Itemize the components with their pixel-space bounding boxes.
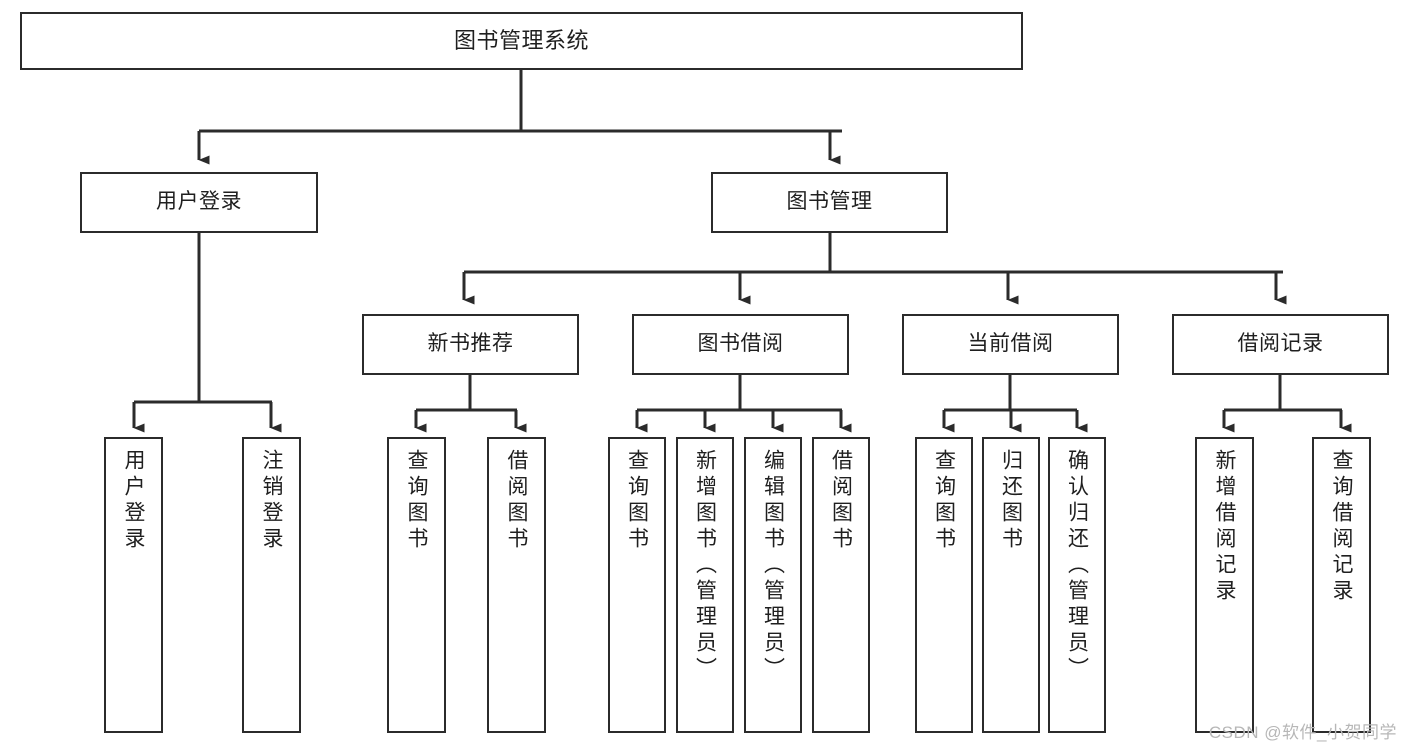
node-label: 编辑图书（管理员） (761, 449, 785, 683)
node-label: 新增图书（管理员） (693, 449, 717, 683)
leaf-user-login[interactable]: 用户登录 (104, 437, 163, 733)
leaf-query-borrow-record[interactable]: 查询借阅记录 (1312, 437, 1371, 733)
node-label: 查询图书 (625, 449, 649, 553)
node-new-book-recommend[interactable]: 新书推荐 (362, 314, 579, 375)
node-label: 新增借阅记录 (1213, 449, 1236, 605)
node-label: 借阅图书 (829, 449, 853, 553)
node-current-borrow[interactable]: 当前借阅 (902, 314, 1119, 375)
node-book-borrow[interactable]: 图书借阅 (632, 314, 849, 375)
node-label: 图书借阅 (697, 332, 784, 356)
leaf-query-book-current[interactable]: 查询图书 (915, 437, 973, 733)
node-label: 归还图书 (999, 449, 1023, 553)
watermark: CSDN @软件_小贺同学 (1208, 723, 1397, 742)
leaf-query-book-recommend[interactable]: 查询图书 (387, 437, 446, 733)
leaf-confirm-return[interactable]: 确认归还（管理员） (1048, 437, 1106, 733)
node-label: 查询图书 (405, 449, 428, 553)
node-root-book-management-system[interactable]: 图书管理系统 (20, 12, 1023, 70)
node-label: 确认归还（管理员） (1065, 449, 1089, 683)
node-borrow-record[interactable]: 借阅记录 (1172, 314, 1389, 375)
node-label: 当前借阅 (967, 332, 1054, 356)
node-label: 新书推荐 (427, 332, 514, 356)
leaf-borrow-book-recommend[interactable]: 借阅图书 (487, 437, 546, 733)
leaf-logout-login[interactable]: 注销登录 (242, 437, 301, 733)
leaf-query-book-borrow[interactable]: 查询图书 (608, 437, 666, 733)
leaf-edit-book[interactable]: 编辑图书（管理员） (744, 437, 802, 733)
leaf-borrow-book[interactable]: 借阅图书 (812, 437, 870, 733)
leaf-add-book[interactable]: 新增图书（管理员） (676, 437, 734, 733)
node-label: 图书管理系统 (453, 28, 589, 54)
node-label: 查询借阅记录 (1330, 449, 1353, 605)
node-label: 用户登录 (122, 449, 145, 553)
node-book-manage[interactable]: 图书管理 (711, 172, 948, 233)
leaf-return-book[interactable]: 归还图书 (982, 437, 1040, 733)
node-label: 注销登录 (260, 449, 283, 553)
leaf-add-borrow-record[interactable]: 新增借阅记录 (1195, 437, 1254, 733)
node-user-login[interactable]: 用户登录 (80, 172, 318, 233)
node-label: 借阅记录 (1237, 332, 1324, 356)
node-label: 用户登录 (156, 190, 242, 214)
node-label: 借阅图书 (505, 449, 528, 553)
node-label: 图书管理 (786, 190, 873, 214)
node-label: 查询图书 (932, 449, 956, 553)
